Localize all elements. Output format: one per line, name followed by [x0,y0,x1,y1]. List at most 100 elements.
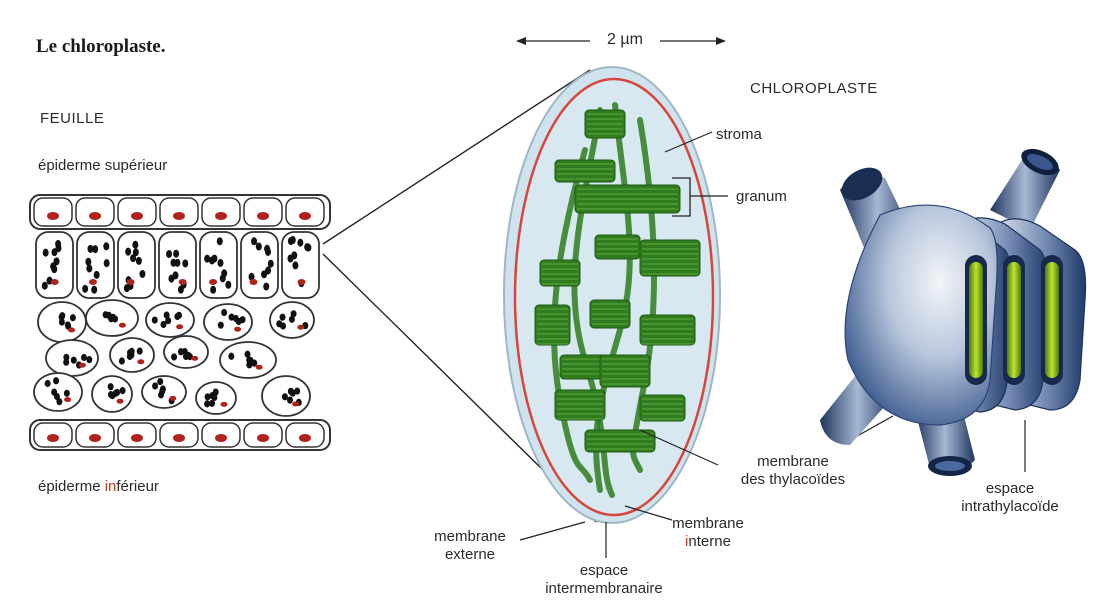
chloroplast-dot [256,243,262,251]
cell-nucleus [234,327,241,332]
chloroplast-dot [91,286,97,294]
chloroplast-dot [292,261,298,269]
cell-nucleus [117,399,124,404]
granum-stack [600,355,650,387]
chloroplast-dot [166,250,172,258]
chloroplast-dot [289,316,295,323]
chloroplast-dot [204,255,210,263]
chloroplast-dot [81,354,87,361]
cell-nucleus [249,279,257,285]
chloroplast-dot [120,387,126,394]
spongy-layer [34,300,314,416]
granum-label: granum [736,188,787,206]
chloroplast-dot [205,393,211,400]
intrathylakoid-space-label: espace intrathylacoïde [930,480,1090,516]
chloroplast-dot [276,320,282,327]
chloroplast-dot [282,393,288,400]
chloroplast-dot [54,257,60,265]
chloroplast-dot [70,314,76,321]
granum-stack [640,240,700,276]
cell-nucleus [215,434,227,442]
cell-nucleus [257,212,269,220]
chloroplast-dot [129,348,135,355]
chloroplast-dot [228,353,234,360]
chloroplast-dot [157,378,163,385]
palisade-layer [36,232,319,298]
chloroplast-dot [251,237,257,245]
chloroplast-dot [182,259,188,267]
chloroplast-dot [45,380,51,387]
chloroplast-dot [218,322,224,329]
stroma-label: stroma [716,126,762,144]
chloroplast-dot [261,270,267,278]
chloroplast-dot [71,357,77,364]
chloroplast-dot [63,354,69,361]
cell-nucleus [173,212,185,220]
chloroplast-dot [304,243,310,251]
chloroplast-dot [225,281,231,289]
cell-nucleus [127,279,135,285]
chloroplast-dot [86,356,92,363]
cell-nucleus [257,434,269,442]
cell-nucleus [47,434,59,442]
chloroplast-dot [42,282,48,290]
chloroplast-dot [247,357,253,364]
lumen-2 [1007,262,1021,378]
thylakoid-stack-3d [820,144,1086,476]
chloroplast-dot [287,397,293,404]
lower-epidermis-label: épiderme inférieur [38,478,159,496]
chloroplast-dot [55,244,61,252]
chloroplast-dot [56,398,62,405]
cell-nucleus [47,212,59,220]
chloroplast-dot [152,316,158,323]
cell-nucleus [209,279,217,285]
chloroplast-dot [268,260,274,268]
chloroplast-dot [139,270,145,278]
cell-nucleus [297,325,304,330]
cell-nucleus [221,402,228,407]
chloroplast-dot [291,251,297,259]
chloroplast-dot [103,242,109,250]
cell-nucleus [299,434,311,442]
chloroplast-dot [94,271,100,279]
cell-nucleus [299,212,311,220]
chloroplast-dot [210,286,216,294]
cell-nucleus [176,324,183,329]
chloroplast-dot [217,237,223,245]
cell-nucleus [51,279,59,285]
chloroplast-dot [290,236,296,244]
cell-nucleus [119,323,126,328]
lumen-1 [969,262,983,378]
leaf-heading: FEUILLE [40,110,104,128]
chloroplast-dot [229,314,235,321]
lower-epidermis [30,420,330,450]
chloroplast-dot [174,259,180,267]
chloroplast-dot [133,248,139,256]
cell-nucleus [68,328,75,333]
chloroplast-dot [109,315,115,322]
cell-nucleus [131,434,143,442]
cell-nucleus [137,359,144,364]
cell-nucleus [169,396,176,401]
cell-nucleus [79,363,86,368]
cell-nucleus [89,434,101,442]
cell-nucleus [89,279,97,285]
lumen-3 [1045,262,1059,378]
chloroplast-dot [152,382,158,389]
chloroplast-dot [236,318,242,325]
chloroplast-dot [119,357,125,364]
chloroplast-dot [159,388,165,395]
chloroplast-dot [132,241,138,249]
cell-nucleus [179,279,187,285]
chloroplast-dot [85,258,91,266]
chloroplast-dot [168,275,174,283]
chloroplast-dot [221,309,227,316]
chloroplast-dot [263,283,269,291]
cell-nucleus [64,397,71,402]
chloroplast-body [504,67,720,523]
cell-nucleus [256,365,263,370]
chloroplast-heading: CHLOROPLASTE [750,80,878,98]
chloroplast-dot [87,245,93,253]
